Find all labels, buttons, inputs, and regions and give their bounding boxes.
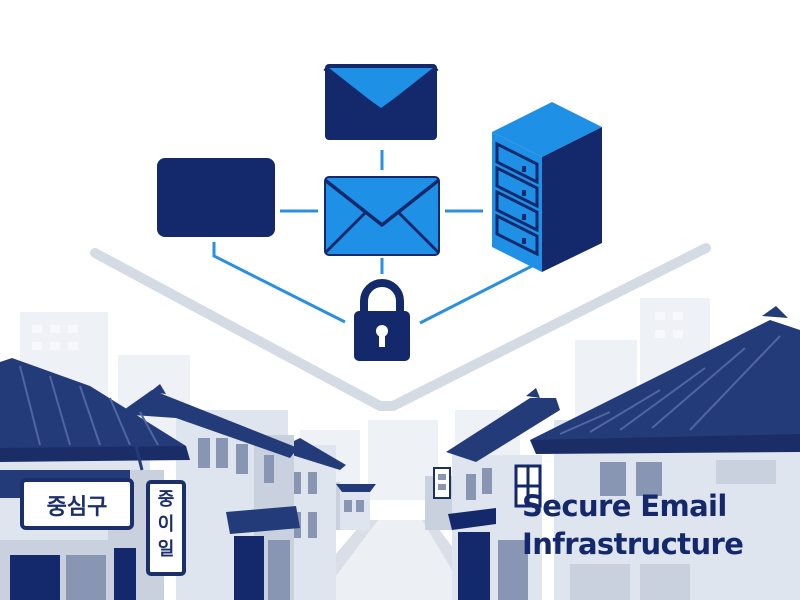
left-sign-text: 중심구 <box>47 495 108 520</box>
right-building-1 <box>530 306 800 600</box>
padlock-icon <box>354 279 410 361</box>
top-envelope-icon <box>323 64 439 140</box>
vertical-sign: 중 이 일 <box>146 480 186 576</box>
device-panel-icon <box>157 158 275 237</box>
right-far-buildings <box>425 467 453 530</box>
right-building-2 <box>446 388 560 600</box>
v-frame <box>90 243 711 411</box>
connector-lines <box>212 150 535 325</box>
center-envelope-icon <box>323 176 441 256</box>
server-rack-icon <box>492 102 602 272</box>
vertical-sign-char-3: 일 <box>158 539 175 560</box>
headline: Secure Email Infrastructure <box>522 487 792 563</box>
left-building-2 <box>118 384 300 600</box>
background-windows <box>32 312 683 350</box>
street <box>318 520 470 600</box>
headline-line-1: Secure Email <box>522 489 727 523</box>
headline-line-2: Infrastructure <box>522 527 744 561</box>
vertical-sign-char-2: 이 <box>158 514 175 535</box>
left-sign: 중심구 <box>20 478 134 530</box>
vertical-sign-char-1: 중 <box>158 489 175 510</box>
